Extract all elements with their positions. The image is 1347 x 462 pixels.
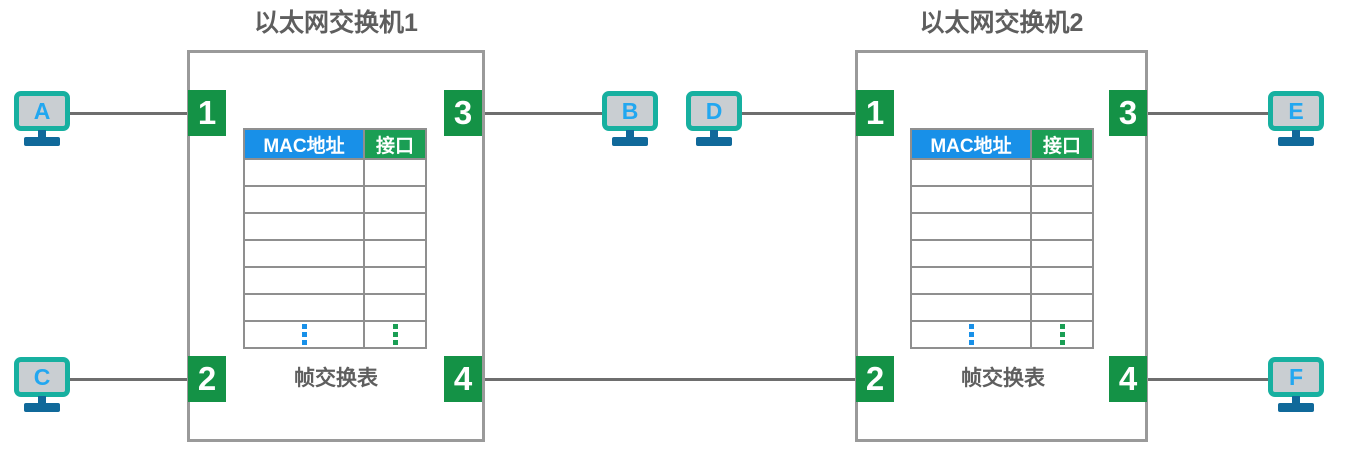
cell-mac-ellipsis	[910, 320, 1032, 349]
cell-mac	[243, 212, 365, 241]
cell-port	[363, 239, 427, 268]
cell-port	[363, 293, 427, 322]
table-row	[243, 266, 427, 295]
cell-port	[1030, 239, 1094, 268]
table-header-row: MAC地址 接口	[910, 128, 1094, 160]
link-switch2-port3-to-host-e	[1146, 112, 1272, 115]
link-host-a-to-switch1-port1	[66, 112, 191, 115]
cell-mac	[243, 185, 365, 214]
switch-2-title: 以太网交换机2	[919, 9, 1084, 37]
host-c-label: C	[14, 357, 70, 397]
monitor-neck	[1292, 130, 1300, 138]
monitor-neck	[710, 130, 718, 138]
monitor-neck	[38, 396, 46, 404]
switch-2-port-2[interactable]: 2	[856, 356, 894, 402]
table-row	[243, 185, 427, 214]
host-a-label: A	[14, 91, 70, 131]
vertical-ellipsis-icon	[365, 322, 425, 347]
monitor-neck	[626, 130, 634, 138]
cell-port	[1030, 212, 1094, 241]
cell-mac	[243, 239, 365, 268]
monitor-base	[24, 137, 60, 146]
host-d[interactable]: D	[686, 91, 742, 149]
monitor-base	[612, 137, 648, 146]
switch-2-port-1[interactable]: 1	[856, 90, 894, 136]
cell-port	[1030, 293, 1094, 322]
table-row	[910, 293, 1094, 322]
vertical-ellipsis-icon	[1032, 322, 1092, 347]
cell-port	[363, 185, 427, 214]
monitor-neck	[1292, 396, 1300, 404]
host-e-label: E	[1268, 91, 1324, 131]
table-row	[910, 266, 1094, 295]
link-host-d-to-switch2-port1	[738, 112, 859, 115]
cell-mac	[910, 185, 1032, 214]
cell-port	[1030, 158, 1094, 187]
cell-mac	[910, 293, 1032, 322]
cell-mac	[243, 293, 365, 322]
cell-port	[1030, 185, 1094, 214]
host-f[interactable]: F	[1268, 357, 1324, 415]
monitor-base	[24, 403, 60, 412]
switch-1-table-caption: 帧交换表	[294, 367, 378, 390]
switch-2-table-caption: 帧交换表	[961, 367, 1045, 390]
switch-2-port-3[interactable]: 3	[1109, 90, 1147, 136]
column-header-interface: 接口	[1030, 128, 1094, 160]
cell-port	[1030, 266, 1094, 295]
column-header-mac-address: MAC地址	[910, 128, 1032, 160]
table-row-ellipsis	[243, 320, 427, 349]
column-header-interface: 接口	[363, 128, 427, 160]
table-row	[243, 293, 427, 322]
link-switch1-port4-to-switch2-port2	[481, 378, 859, 381]
link-host-c-to-switch1-port2	[66, 378, 191, 381]
link-switch2-port4-to-host-f	[1146, 378, 1272, 381]
switch-1-mac-table: MAC地址 接口	[243, 128, 427, 349]
cell-mac	[910, 212, 1032, 241]
host-b-label: B	[602, 91, 658, 131]
column-header-mac-address: MAC地址	[243, 128, 365, 160]
switch-1-port-1[interactable]: 1	[188, 90, 226, 136]
switch-2-port-4[interactable]: 4	[1109, 356, 1147, 402]
cell-mac	[243, 158, 365, 187]
switch-2-mac-table: MAC地址 接口	[910, 128, 1094, 349]
switch-1-port-4[interactable]: 4	[444, 356, 482, 402]
cell-mac-ellipsis	[243, 320, 365, 349]
table-row	[910, 212, 1094, 241]
host-a[interactable]: A	[14, 91, 70, 149]
table-row	[243, 239, 427, 268]
host-b[interactable]: B	[602, 91, 658, 149]
cell-port	[363, 212, 427, 241]
host-f-label: F	[1268, 357, 1324, 397]
table-row	[910, 158, 1094, 187]
cell-mac	[910, 158, 1032, 187]
table-row	[910, 239, 1094, 268]
monitor-base	[696, 137, 732, 146]
cell-port	[363, 266, 427, 295]
cell-port	[363, 158, 427, 187]
monitor-neck	[38, 130, 46, 138]
table-row-ellipsis	[910, 320, 1094, 349]
link-switch1-port3-to-host-b	[481, 112, 606, 115]
table-row	[243, 158, 427, 187]
monitor-base	[1278, 137, 1314, 146]
switch-1-port-3[interactable]: 3	[444, 90, 482, 136]
host-d-label: D	[686, 91, 742, 131]
table-row	[243, 212, 427, 241]
host-e[interactable]: E	[1268, 91, 1324, 149]
cell-mac	[243, 266, 365, 295]
monitor-base	[1278, 403, 1314, 412]
table-row	[910, 185, 1094, 214]
vertical-ellipsis-icon	[245, 322, 363, 347]
cell-port-ellipsis	[1030, 320, 1094, 349]
host-c[interactable]: C	[14, 357, 70, 415]
table-header-row: MAC地址 接口	[243, 128, 427, 160]
vertical-ellipsis-icon	[912, 322, 1030, 347]
switch-1-title: 以太网交换机1	[254, 9, 418, 37]
cell-mac	[910, 266, 1032, 295]
cell-port-ellipsis	[363, 320, 427, 349]
cell-mac	[910, 239, 1032, 268]
switch-1-port-2[interactable]: 2	[188, 356, 226, 402]
